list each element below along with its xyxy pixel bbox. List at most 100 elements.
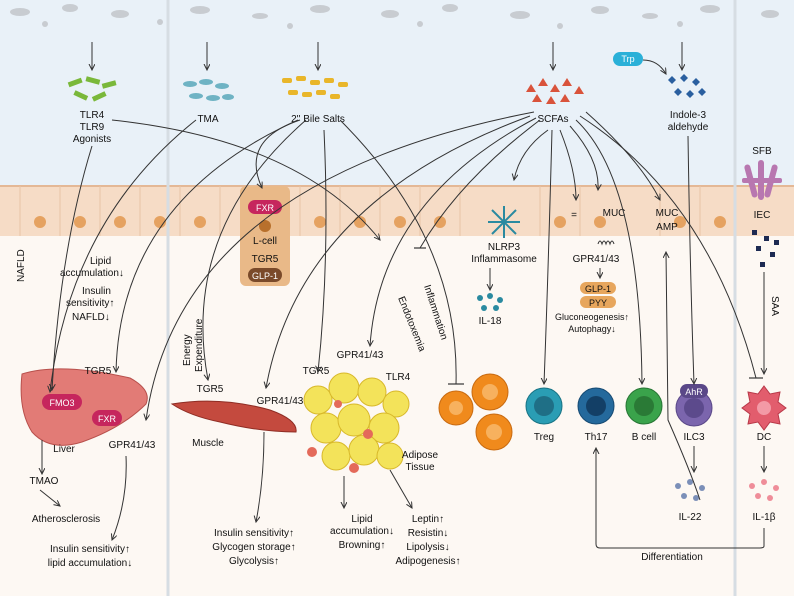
atherosclerosis-label: Atherosclerosis: [32, 514, 100, 525]
saa-dots: [752, 230, 779, 267]
muscle-label: Muscle: [192, 438, 224, 449]
gpr4143-gut-label: GPR41/43: [573, 254, 620, 265]
liver-lipid-1: Lipid: [90, 256, 111, 267]
autophagy-label: Autophagy↓: [568, 324, 616, 334]
nlrp3-icon: [488, 206, 520, 238]
tlr-agonist-icon: [67, 76, 117, 102]
treg-label: Treg: [534, 432, 554, 443]
epithelium-cells: [19, 186, 726, 236]
fmo3-badge: [42, 394, 82, 410]
liver-insulin-2: sensitivity↑: [66, 298, 114, 309]
adipose-label-1: Adipose: [402, 450, 439, 461]
tma-label: TMA: [197, 114, 218, 125]
glp1-b-label: GLP-1: [585, 284, 611, 294]
gluconeogenesis-label: Gluconeogenesis↑: [555, 312, 629, 322]
adipose-out1-2: accumulation↓: [330, 526, 394, 537]
nlrp3-label-1: NLRP3: [488, 242, 521, 253]
tma-icon: [183, 79, 234, 101]
muc-amp-label-1: MUC: [656, 208, 679, 219]
adipose-out1-1: Lipid: [351, 514, 372, 525]
muscle-out-3: Glycolysis↑: [229, 556, 279, 567]
pyy-badge: [580, 296, 616, 308]
epithelium-band: [0, 186, 794, 236]
adipose-out2-4: Adipogenesis↑: [395, 556, 460, 567]
glp1-b-badge: [580, 282, 616, 294]
indole-icon: [668, 74, 706, 98]
adipose-label-2: Tissue: [405, 462, 435, 473]
pathway-arrows: [50, 111, 763, 420]
indole-label-2: aldehyde: [668, 122, 709, 133]
muscle-shape: [170, 400, 297, 433]
eq-sign: =: [571, 210, 577, 221]
ilc3-cell: [675, 389, 713, 427]
liver-out-2: lipid accumulation↓: [48, 558, 133, 569]
tlr-label-3: Agonists: [73, 134, 111, 145]
nlrp3-label-2: Inflammasome: [471, 254, 537, 265]
lcell-label: L-cell: [253, 236, 277, 247]
energy-label-1: Energy: [182, 334, 193, 366]
adipose-out2-3: Lipolysis↓: [406, 542, 449, 553]
gpr-muscle-label: GPR41/43: [257, 396, 304, 407]
il1b-dots: [749, 479, 779, 501]
tgr5-muscle-label: TGR5: [197, 384, 224, 395]
liver-out-1: Insulin sensitivity↑: [50, 544, 130, 555]
il22-dots: [675, 479, 705, 501]
fmo3-label: FMO3: [49, 398, 74, 408]
bile-salts-label: 2'' Bile Salts: [291, 114, 345, 125]
tgr5-gut-label: TGR5: [252, 254, 279, 265]
adipose-tissue: [303, 372, 410, 473]
dc-cell: [741, 385, 787, 431]
muc-amp-label-2: AMP: [656, 222, 678, 233]
bcell-label: B cell: [632, 432, 656, 443]
glp1-gut-badge: [248, 268, 282, 282]
sfb-icon: [742, 160, 782, 200]
liver-nafld-down: NAFLD↓: [72, 312, 110, 323]
fxr-gut-label: FXR: [256, 203, 275, 213]
adipose-out2-1: Leptin↑: [412, 514, 444, 525]
il18-label: IL-18: [479, 316, 502, 327]
indole-label-1: Indole-3: [670, 110, 707, 121]
ahr-label: AhR: [685, 387, 703, 397]
gpr-adipose-label: GPR41/43: [337, 350, 384, 361]
liver-lipid-2: accumulation↓: [60, 268, 124, 279]
il22-label: IL-22: [679, 512, 702, 523]
il1b-label: IL-1β: [753, 512, 776, 523]
tlr-label-2: TLR9: [80, 122, 105, 133]
trp-badge: [613, 52, 643, 66]
treg-cell: [525, 387, 563, 425]
energy-label-2: Expenditure: [194, 318, 205, 372]
orange-cells: [438, 373, 513, 451]
bile-salts-icon: [282, 76, 348, 99]
trp-label: Trp: [621, 54, 634, 64]
ahr-badge: [680, 384, 708, 398]
microbiota-row: [10, 4, 779, 29]
liver-insulin-1: Insulin: [82, 286, 111, 297]
muc-label: MUC: [603, 208, 626, 219]
liver-label: Liver: [53, 444, 75, 455]
tlr-label-1: TLR4: [80, 110, 105, 121]
muscle-out-1: Insulin sensitivity↑: [214, 528, 294, 539]
fxr-liver-label: FXR: [98, 414, 117, 424]
gut-lumen-band: [0, 0, 794, 186]
tgr5-adipose-label: TGR5: [303, 366, 330, 377]
scfa-label: SCFAs: [537, 114, 568, 125]
tlr4-adipose-label: TLR4: [386, 372, 411, 383]
tgr5-liver-label: TGR5: [85, 366, 112, 377]
bcell-cell: [625, 387, 663, 425]
differentiation-label: Differentiation: [641, 552, 703, 563]
pyy-label: PYY: [589, 298, 607, 308]
adipose-out1-3: Browning↑: [339, 540, 386, 551]
ilc3-label: ILC3: [683, 432, 705, 443]
tmao-label: TMAO: [30, 476, 59, 487]
adipose-out2-2: Resistin↓: [408, 528, 449, 539]
fxr-liver-badge: [92, 410, 122, 426]
glp1-gut-label: GLP-1: [252, 271, 278, 281]
th17-label: Th17: [585, 432, 608, 443]
muscle-out-2: Glycogen storage↑: [212, 542, 295, 553]
nafld-side-label: NAFLD: [16, 249, 27, 282]
sfb-label: SFB: [752, 146, 772, 157]
iec-label: IEC: [754, 210, 771, 221]
th17-cell: [577, 387, 615, 425]
